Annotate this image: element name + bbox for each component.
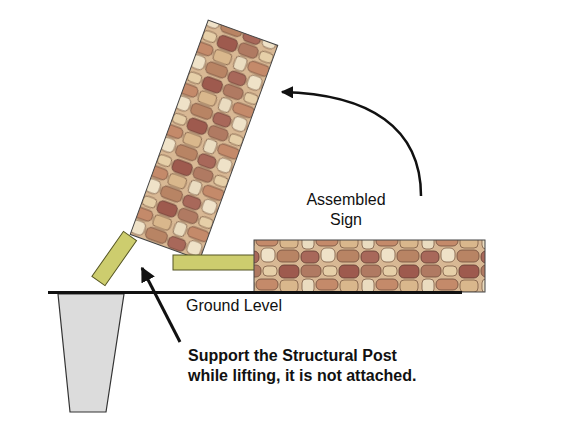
structural-post — [92, 231, 137, 285]
ground-line — [48, 291, 462, 294]
callout-note: Support the Structural Post while liftin… — [188, 346, 428, 386]
lifted-sign — [130, 20, 278, 260]
assembled-sign — [254, 240, 485, 292]
post-hole — [58, 294, 124, 412]
structural-post — [173, 255, 255, 270]
ground-label: Ground Level — [186, 296, 326, 316]
sign-label: Assembled Sign — [296, 190, 396, 230]
leader-arrow — [142, 268, 180, 342]
lift-arrow — [282, 92, 421, 196]
